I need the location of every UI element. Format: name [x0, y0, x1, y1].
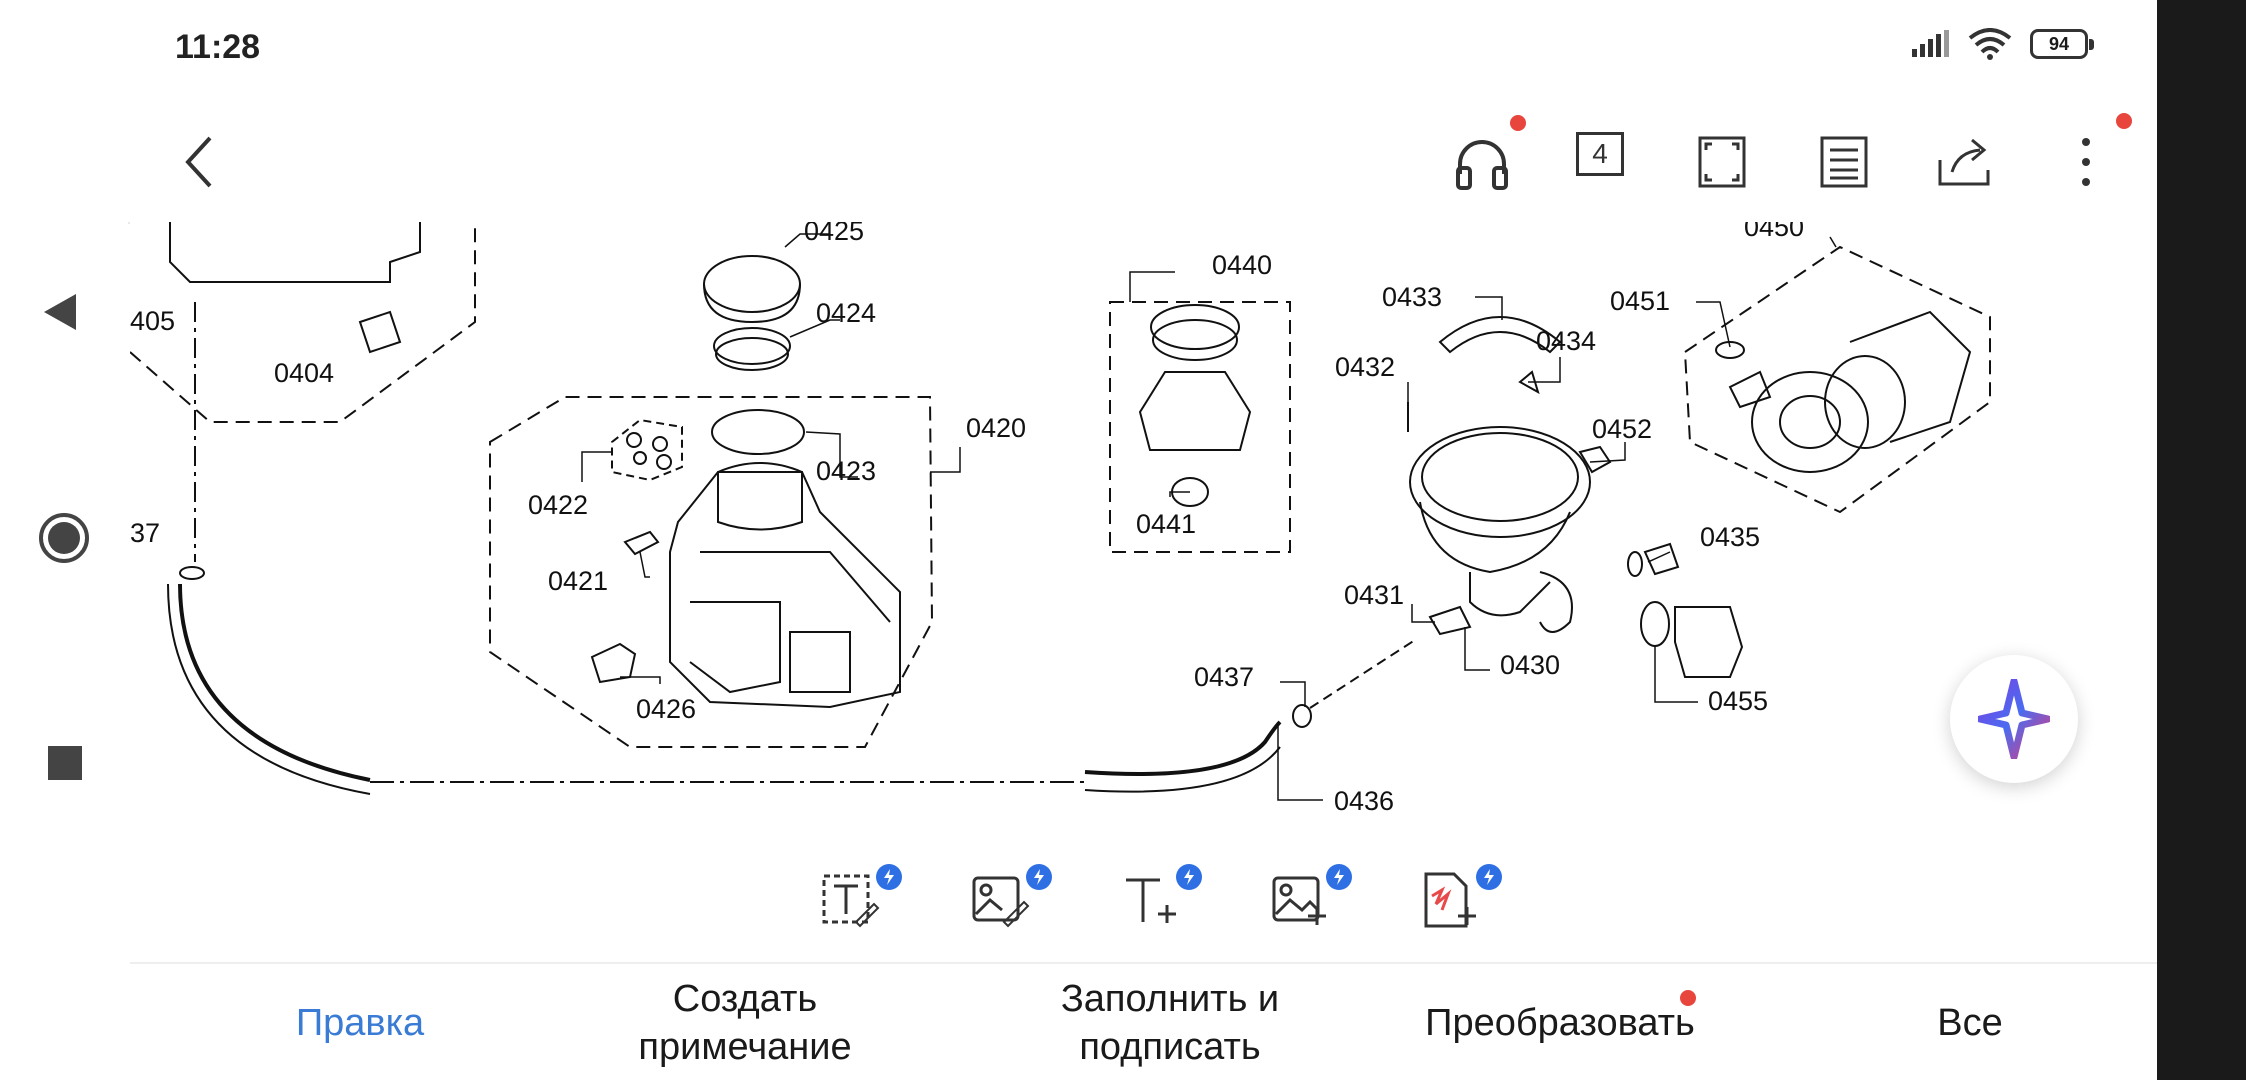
document-page[interactable]: 0425 0424 0423 0422 0421 0420 0426 0440 … [130, 222, 2157, 842]
tab-all-label: Все [1937, 1002, 2003, 1044]
label-0435: 0435 [1700, 522, 1760, 552]
reading-mode-icon[interactable] [1812, 130, 1876, 194]
signal-icon [1912, 30, 1949, 57]
edit-image-tool[interactable] [970, 864, 1052, 942]
headphones-icon[interactable] [1450, 130, 1514, 194]
notification-badge [1510, 115, 1526, 131]
label-405: 405 [130, 306, 175, 336]
nav-back-icon[interactable] [42, 292, 78, 332]
label-0440: 0440 [1212, 250, 1272, 280]
fullscreen-icon[interactable] [1690, 130, 1754, 194]
chevron-left-icon[interactable] [170, 130, 234, 194]
label-37: 37 [130, 518, 160, 548]
tab-create-note-label: Создать примечание [638, 978, 852, 1068]
status-bar: 11:28 94 [0, 0, 2246, 100]
label-0450: 0450 [1744, 222, 1804, 242]
system-nav [0, 222, 128, 902]
label-0426: 0426 [636, 694, 696, 724]
battery-indicator: 94 [2030, 29, 2094, 59]
label-0433: 0433 [1382, 282, 1442, 312]
tab-convert[interactable]: Преобразовать [1380, 964, 1740, 1082]
sparkle-icon [1978, 679, 2050, 759]
label-0437: 0437 [1194, 662, 1254, 692]
top-toolbar [0, 100, 2157, 224]
add-image-tool[interactable] [1270, 864, 1352, 942]
nav-recents-icon[interactable] [48, 746, 82, 780]
label-0423: 0423 [816, 456, 876, 486]
status-time: 11:28 [175, 28, 261, 66]
edit-text-tool[interactable] [820, 864, 902, 942]
add-text-tool[interactable] [1120, 864, 1202, 942]
add-text-icon [1126, 878, 1176, 923]
premium-bolt-icon [1026, 864, 1052, 890]
page-count-icon[interactable]: 4 [1576, 132, 1624, 176]
premium-bolt-icon [876, 864, 902, 890]
convert-badge [1680, 990, 1696, 1006]
tab-edit[interactable]: Правка [220, 964, 500, 1082]
label-0451: 0451 [1610, 286, 1670, 316]
label-0452: 0452 [1592, 414, 1652, 444]
label-0424: 0424 [816, 298, 876, 328]
label-0441: 0441 [1136, 509, 1196, 539]
label-0455: 0455 [1708, 686, 1768, 716]
add-signature-tool[interactable] [1420, 864, 1502, 942]
tab-fill-sign[interactable]: Заполнить и подписать [1010, 964, 1330, 1082]
label-0425: 0425 [804, 222, 864, 246]
ai-assistant-button[interactable] [1950, 655, 2078, 783]
label-0431: 0431 [1344, 580, 1404, 610]
edit-image-icon [972, 876, 1030, 928]
label-0420: 0420 [966, 413, 1026, 443]
label-0434: 0434 [1536, 326, 1596, 356]
wifi-icon [1968, 28, 2012, 60]
label-0436: 0436 [1334, 786, 1394, 816]
screen-edge [2157, 0, 2246, 1080]
more-badge [2116, 113, 2132, 129]
nav-home-icon[interactable] [38, 512, 90, 564]
premium-bolt-icon [1326, 864, 1352, 890]
label-0432: 0432 [1335, 352, 1395, 382]
tab-convert-label: Преобразовать [1425, 1002, 1695, 1044]
add-signature-icon [1424, 872, 1476, 928]
premium-bolt-icon [1476, 864, 1502, 890]
tab-create-note[interactable]: Создать примечание [600, 964, 890, 1082]
bottom-tab-bar: Правка Создать примечание Заполнить и по… [130, 962, 2157, 1082]
status-icons: 94 [1910, 28, 2094, 60]
label-0421: 0421 [548, 566, 608, 596]
label-0422: 0422 [528, 490, 588, 520]
label-0404: 0404 [274, 358, 334, 388]
parts-diagram: 0425 0424 0423 0422 0421 0420 0426 0440 … [130, 222, 1991, 816]
tab-all[interactable]: Все [1870, 964, 2070, 1082]
tab-edit-label: Правка [295, 1002, 425, 1044]
tab-fill-sign-label: Заполнить и подписать [1060, 978, 1280, 1068]
edit-text-icon [822, 874, 880, 928]
premium-bolt-icon [1176, 864, 1202, 890]
label-0430: 0430 [1500, 650, 1560, 680]
battery-level: 94 [2048, 33, 2070, 54]
add-image-icon [1272, 876, 1326, 925]
share-icon[interactable] [1932, 130, 1996, 194]
more-icon[interactable] [2054, 130, 2118, 194]
